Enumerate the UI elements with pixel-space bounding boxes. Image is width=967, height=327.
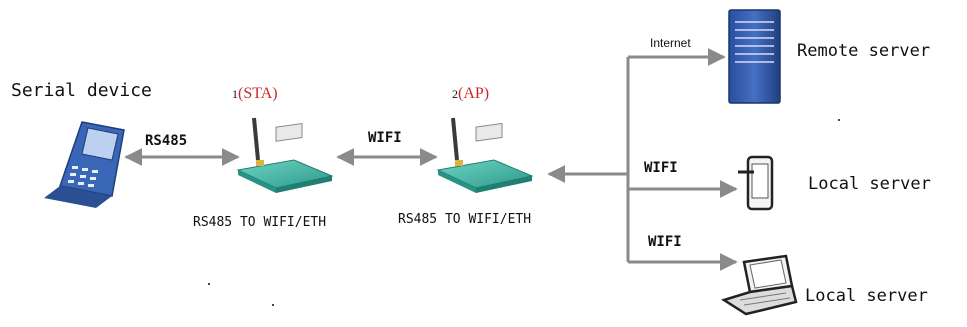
module-2-mode: (AP): [458, 85, 490, 102]
stray-dot: [208, 283, 210, 285]
wifi-laptop-link-label: WIFI: [648, 234, 682, 250]
serial-device-icon: [44, 121, 125, 208]
stray-dot: [838, 119, 840, 121]
module-1-icon: [236, 117, 334, 193]
wifi-modules-link-label: WIFI: [368, 130, 402, 146]
rs485-link-label: RS485: [145, 133, 188, 149]
remote-server-icon: [728, 9, 781, 104]
remote-server-label: Remote server: [797, 41, 931, 61]
module-1-mode: (STA): [238, 85, 278, 102]
stray-dot: [272, 304, 274, 306]
wifi-phone-link-label: WIFI: [644, 160, 678, 176]
module-1-tag: 1(STA): [232, 85, 278, 103]
local-server-laptop-label: Local server: [805, 286, 928, 306]
internet-link-label: Internet: [650, 36, 691, 50]
connector-lines: [124, 48, 738, 271]
module-1-caption: RS485 TO WIFI/ETH: [193, 215, 327, 230]
module-2-icon: [436, 117, 534, 193]
module-2-caption: RS485 TO WIFI/ETH: [398, 212, 532, 227]
serial-device-label: Serial device: [11, 80, 152, 101]
module-2-number: 2: [452, 87, 458, 101]
module-2-tag: 2(AP): [452, 85, 489, 103]
local-server-phone-label: Local server: [808, 174, 931, 194]
laptop-icon: [721, 254, 798, 316]
module-1-number: 1: [232, 87, 238, 101]
phone-icon: [738, 155, 774, 211]
